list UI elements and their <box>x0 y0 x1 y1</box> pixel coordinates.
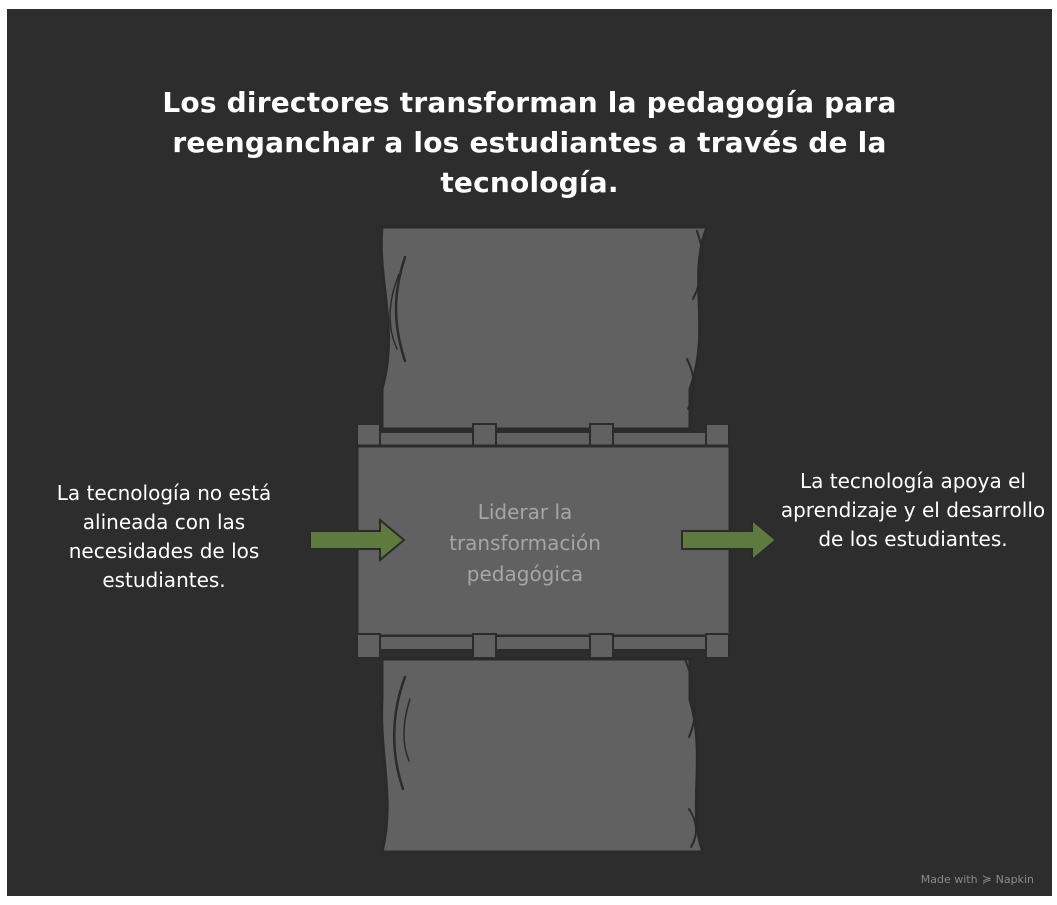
bottom-flange-bolt <box>356 633 381 659</box>
watermark: Made with ≽ Napkin <box>921 872 1034 886</box>
lower-pipe-texture <box>684 658 697 738</box>
watermark-brand: Napkin <box>995 872 1034 886</box>
top-flange-bolt <box>589 423 614 449</box>
lower-pipe <box>380 657 706 854</box>
process-label: Liderar la transformación pedagógica <box>449 500 601 586</box>
upper-pipe-texture <box>686 358 695 410</box>
lower-pipe-texture <box>393 675 407 791</box>
output-label: La tecnología apoya el aprendizaje y el … <box>780 469 1046 551</box>
diagram-title: Los directores transforman la pedagogía … <box>162 86 897 199</box>
lower-pipe-texture <box>403 698 411 762</box>
top-flange-bolt <box>472 423 497 449</box>
input-label: La tecnología no está alineada con las n… <box>56 481 272 592</box>
upper-pipe-texture <box>394 255 407 363</box>
bottom-flange-bolt <box>589 633 614 659</box>
lower-pipe-texture <box>688 808 697 848</box>
pipe-diagram <box>309 225 778 854</box>
top-flange-bolt <box>705 423 730 449</box>
bottom-flange-bolt <box>472 633 497 659</box>
top-flange-bolt <box>356 423 381 449</box>
bottom-flange-bar <box>358 635 729 651</box>
top-flange-bar <box>358 431 729 447</box>
input-arrow <box>309 517 406 563</box>
diagram-canvas: Los directores transforman la pedagogía … <box>7 9 1052 896</box>
napkin-logo-icon: ≽ <box>981 872 992 886</box>
watermark-prefix: Made with <box>920 872 978 886</box>
upper-pipe <box>379 225 710 431</box>
output-arrow <box>681 517 778 563</box>
upper-pipe-texture <box>389 273 400 350</box>
bottom-flange-bolt <box>705 633 730 659</box>
upper-pipe-texture <box>692 230 704 300</box>
